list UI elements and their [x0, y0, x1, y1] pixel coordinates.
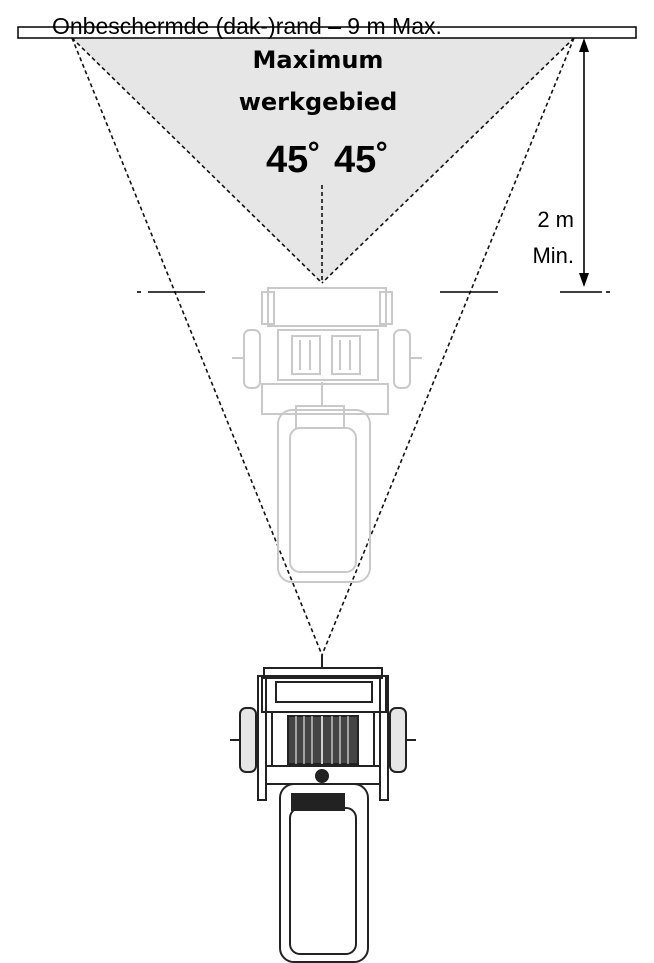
min-distance-arrow-top	[579, 38, 589, 52]
min-distance-label: Min.	[532, 243, 574, 268]
area-title-line1: Maximum	[253, 46, 384, 74]
max-working-area	[72, 38, 574, 283]
roof-edge-bar	[17, 26, 637, 39]
work-area-left-boundary	[71, 37, 323, 284]
machine-top-view-faded-icon	[232, 287, 422, 583]
angle-left-label: 45˚	[266, 139, 321, 181]
sight-line-outer-right	[321, 37, 575, 656]
min-distance-value: 2 m	[537, 207, 574, 232]
angle-right-label: 45˚	[334, 139, 389, 181]
area-title-line2: werkgebied	[239, 88, 398, 116]
roof-edge-label: Onbeschermde (dak-)rand – 9 m Max.	[52, 13, 442, 39]
min-distance-arrow-bottom	[579, 273, 589, 287]
sight-line-outer-left	[71, 37, 323, 656]
machine-top-view-icon	[230, 655, 416, 963]
work-area-right-boundary	[321, 37, 575, 284]
